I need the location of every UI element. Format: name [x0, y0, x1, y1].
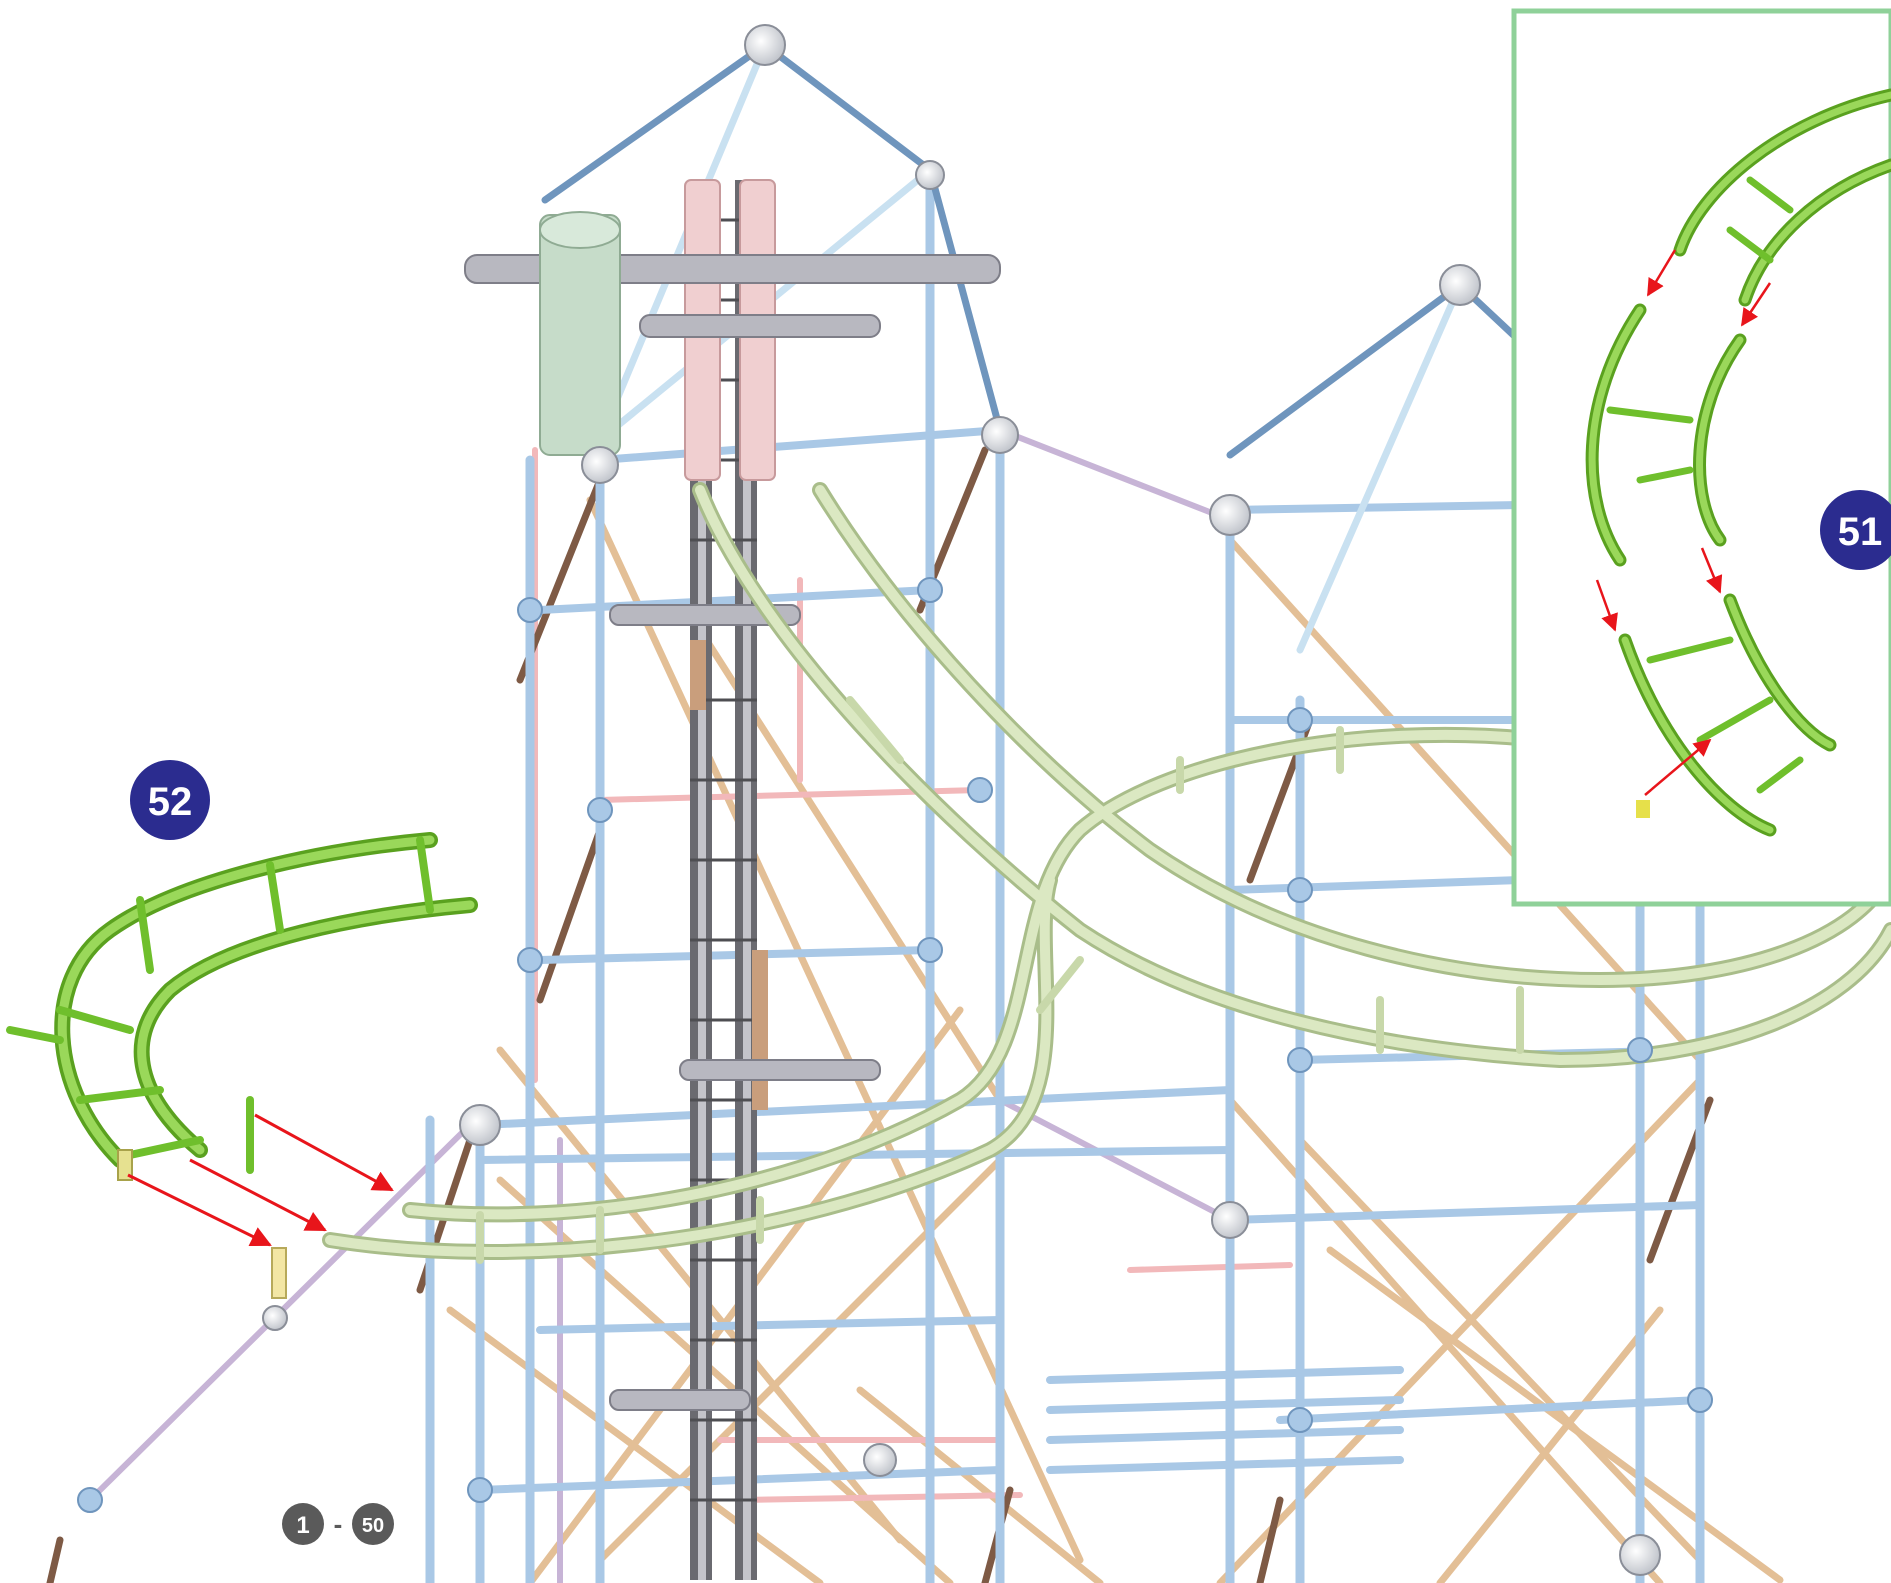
- red-arrows-step-51: [1595, 249, 1772, 796]
- red-arrow: [1644, 738, 1712, 796]
- red-arrow: [1646, 249, 1677, 297]
- red-arrow: [1595, 579, 1618, 632]
- range-separator: -: [334, 1509, 343, 1539]
- blue-horizontal-rods: [476, 426, 1704, 1494]
- step-number-badge-51: 51: [1820, 490, 1891, 570]
- axles: [464, 254, 1001, 1411]
- motor-unit: [539, 211, 621, 456]
- completed-steps-range: 1 - 50: [282, 1503, 394, 1545]
- step-number-52: 52: [148, 780, 193, 824]
- target-peg: [271, 1247, 287, 1299]
- new-track-piece-52: [6, 832, 478, 1181]
- blue-hub-connectors: [77, 577, 1713, 1513]
- red-arrow: [1740, 282, 1772, 327]
- red-arrow: [254, 1113, 394, 1192]
- red-arrows-step-52: [127, 1113, 394, 1247]
- gray-hub-connectors: [262, 24, 1661, 1576]
- red-arrow: [189, 1158, 327, 1232]
- step-number-badge-52: 52: [130, 760, 210, 840]
- inset-panel-51: [1511, 8, 1891, 907]
- blue-vertical-rods: [425, 175, 1705, 1583]
- range-start: 1: [296, 1512, 309, 1539]
- inset-track-piece: [1585, 88, 1891, 837]
- purple-rods: [87, 427, 1233, 1583]
- range-end: 50: [362, 1515, 384, 1537]
- step-number-51: 51: [1838, 510, 1883, 554]
- red-arrow: [127, 1173, 272, 1247]
- red-arrow: [1700, 547, 1723, 594]
